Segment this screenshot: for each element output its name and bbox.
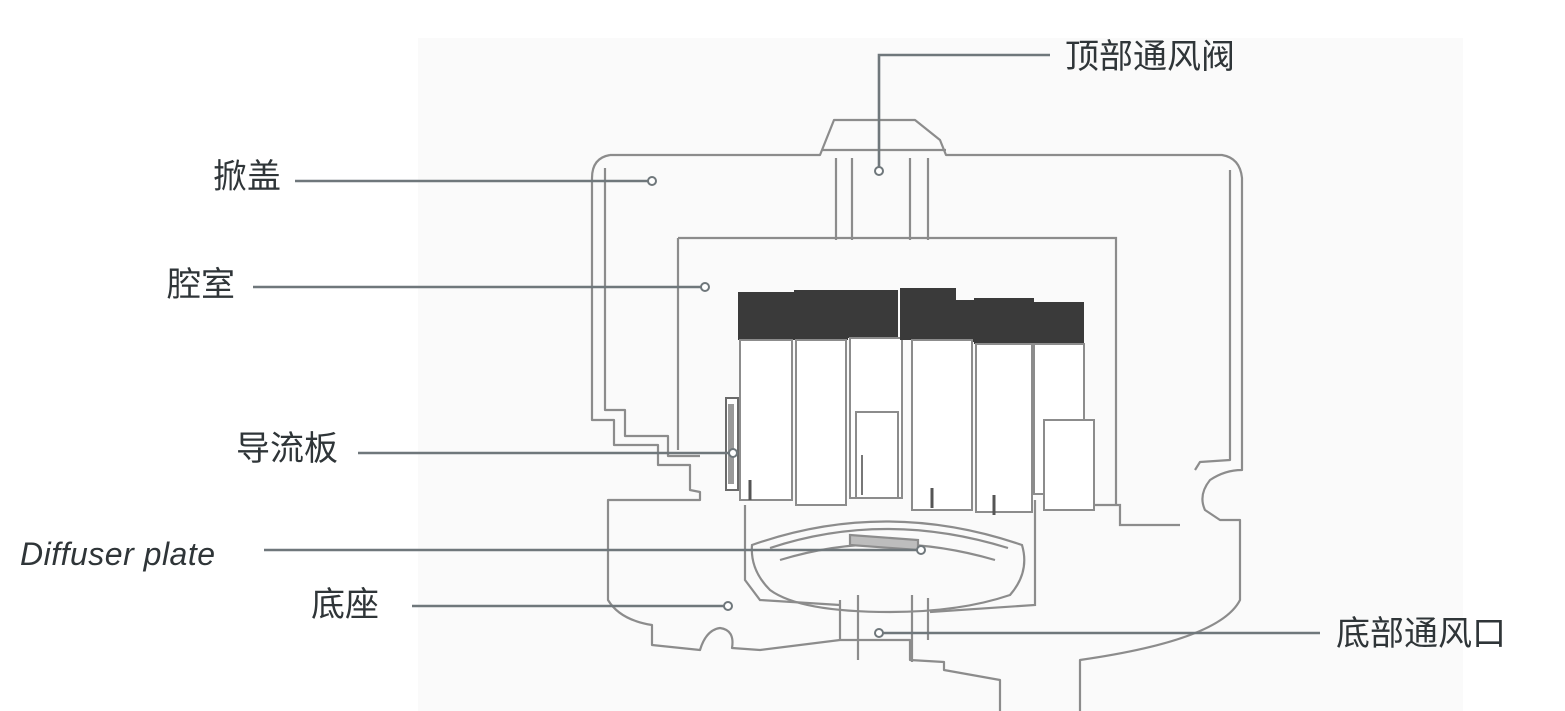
marker-bottom-vent xyxy=(874,628,884,638)
vial xyxy=(738,292,796,501)
label-base: 底座 xyxy=(311,585,379,625)
vial xyxy=(1033,302,1095,511)
label-baffle: 导流板 xyxy=(236,429,338,469)
marker-lid xyxy=(647,176,657,186)
label-top-vent-valve: 顶部通风阀 xyxy=(1065,37,1235,77)
leader-top-vent-valve xyxy=(877,53,1050,170)
vial xyxy=(900,288,974,511)
vial xyxy=(974,298,1034,515)
marker-base xyxy=(723,601,733,611)
label-bottom-vent: 底部通风口 xyxy=(1336,614,1506,654)
label-lid: 掀盖 xyxy=(213,157,281,197)
vial xyxy=(794,290,848,506)
marker-chamber xyxy=(700,282,710,292)
label-diffuser-plate: Diffuser plate xyxy=(20,536,216,572)
baffle-shape xyxy=(725,397,739,491)
vial xyxy=(848,290,903,499)
sample-vials xyxy=(738,288,1095,515)
chamber-outline xyxy=(676,236,1180,527)
diffuser-and-base xyxy=(743,500,1037,662)
marker-diffuser-plate xyxy=(916,545,926,555)
label-chamber: 腔室 xyxy=(167,265,235,305)
leader-markers xyxy=(647,166,926,638)
marker-top-vent-valve xyxy=(874,166,884,176)
marker-baffle xyxy=(728,448,738,458)
leader-lines xyxy=(253,53,1320,635)
